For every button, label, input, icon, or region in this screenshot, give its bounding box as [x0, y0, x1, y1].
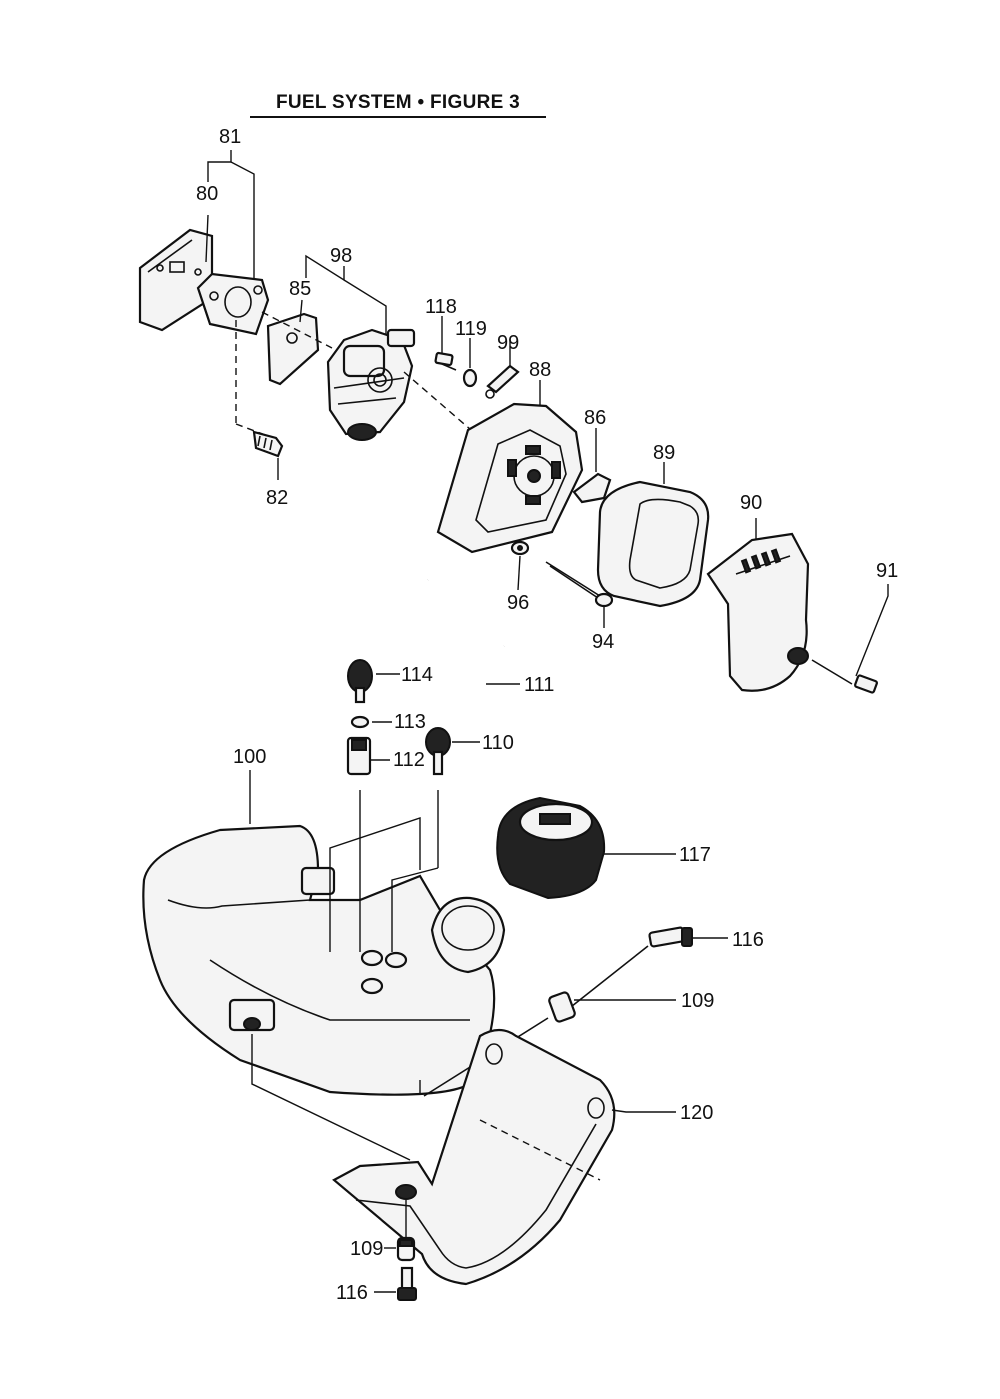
leader-81: [207, 150, 255, 290]
callout-114: 114: [401, 664, 433, 686]
callout-82: 82: [266, 487, 288, 509]
part-96-washer: [510, 540, 530, 591]
part-86-choke-shutter: [572, 428, 612, 504]
callout-117: 117: [679, 844, 711, 866]
callout-113: 113: [394, 711, 426, 733]
part-85-gasket: [266, 299, 320, 386]
callout-110: 110: [482, 732, 514, 754]
part-94-long-bolt: [545, 561, 614, 628]
part-114-fuel-line-filter: [347, 579, 430, 704]
callout-111: 111: [524, 674, 554, 696]
callout-85: 85: [289, 278, 311, 300]
callout-112: 112: [393, 749, 425, 771]
callout-118: 118: [425, 296, 457, 318]
callout-80: 80: [196, 183, 218, 205]
part-89-air-filter-element: [596, 462, 710, 608]
part-112-fuel-tank-grommet: [346, 736, 390, 776]
callout-109-lower: 109: [350, 1238, 383, 1260]
part-91-cover-screw: [811, 584, 889, 694]
part-88-air-cleaner-case: [436, 380, 584, 554]
callout-119: 119: [455, 318, 487, 340]
callout-91: 91: [876, 560, 898, 582]
part-81-intake-adapter: [196, 272, 270, 336]
callout-81: 81: [219, 126, 241, 148]
callout-90: 90: [740, 492, 762, 514]
part-82-bolt: [252, 430, 284, 480]
part-109-spacer-lower: [384, 1236, 416, 1262]
leader-98: [305, 254, 387, 336]
callout-89: 89: [653, 442, 675, 464]
part-113-grommet: [350, 715, 392, 729]
part-116-bolt-upper: [561, 926, 728, 1015]
part-120-tank-bracket: [332, 1028, 676, 1286]
callout-96: 96: [507, 592, 529, 614]
callout-98: 98: [330, 245, 352, 267]
callout-109-upper: 109: [681, 990, 714, 1012]
callout-116-lower: 116: [336, 1282, 368, 1304]
part-98-carburetor: [326, 328, 416, 441]
vent-slots: [735, 548, 791, 575]
callout-99: 99: [497, 332, 519, 354]
callout-116-upper: 116: [732, 929, 764, 951]
part-99-choke-lever: [485, 340, 520, 399]
part-116-bolt-lower: [374, 1266, 417, 1301]
diagram-title: FUEL SYSTEM • FIGURE 3: [250, 92, 546, 118]
callout-94: 94: [592, 631, 614, 653]
callout-100: 100: [233, 746, 266, 768]
part-117-fuel-cap: [496, 796, 676, 900]
part-90-air-cleaner-cover: [706, 518, 810, 692]
part-110-fuel-filter: [425, 727, 480, 776]
part-119-washer: [462, 338, 478, 388]
part-80-insulator-plate: [138, 214, 214, 332]
tank-neck: [430, 896, 506, 974]
part-111-return-line: [438, 645, 520, 717]
part-118-screw: [434, 316, 457, 371]
callout-120: 120: [680, 1102, 713, 1124]
callout-86: 86: [584, 407, 606, 429]
callout-88: 88: [529, 359, 551, 381]
part-100-fuel-tank: [142, 824, 506, 1096]
